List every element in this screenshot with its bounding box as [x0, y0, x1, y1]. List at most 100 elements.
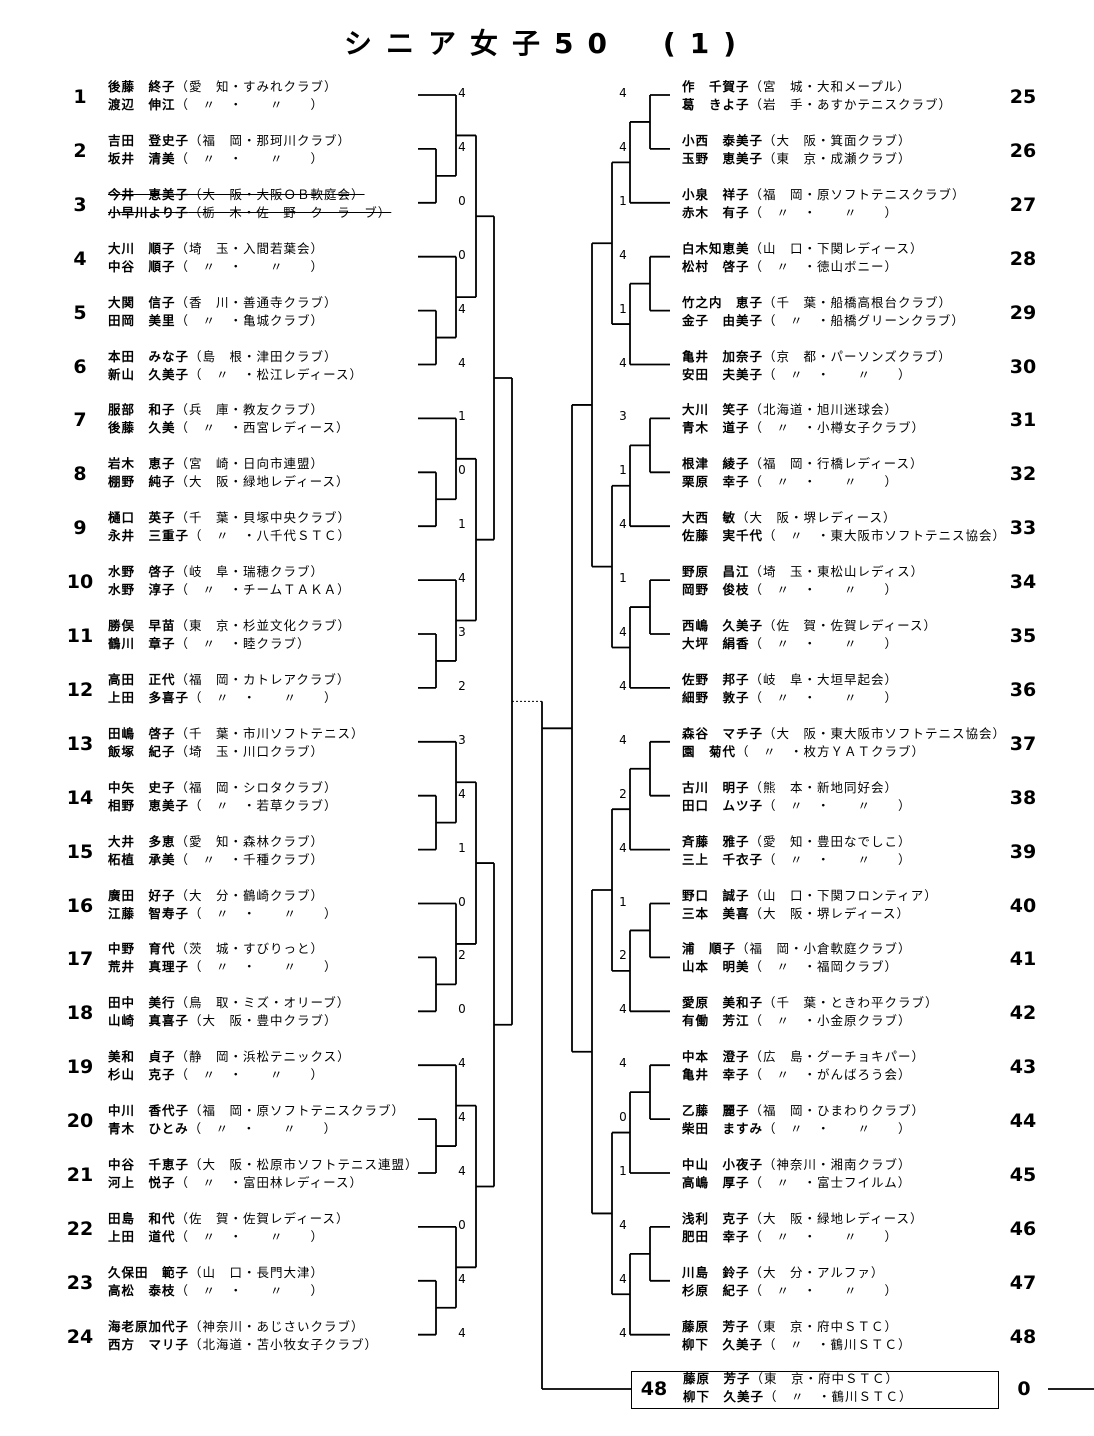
player-club: （ 〃 ・小樽女子クラブ） [749, 420, 926, 436]
player-2: 中谷 順子（ 〃 ・ 〃 ） [108, 258, 324, 276]
player-club: （大 阪・堺レディース） [736, 510, 897, 526]
player-club: （福 岡・原ソフトテニスクラブ） [189, 1103, 406, 1119]
player-1: 服部 和子（兵 庫・教友クラブ） [108, 401, 324, 419]
player-club: （神奈川・湘南クラブ） [763, 1157, 912, 1172]
final-player-1-name: 藤原 芳子 [683, 1371, 751, 1386]
match-score: 4 [619, 732, 627, 747]
player-club: （福 岡・行橋レディース） [749, 456, 924, 472]
player-2: 鶴川 章子（ 〃 ・睦クラブ） [108, 635, 311, 653]
player-2: 水野 淳子（ 〃 ・チームＴＡＫＡ） [108, 581, 351, 599]
player-name: 樋口 英子 [108, 510, 176, 526]
player-club: （宮 城・大和メープル） [749, 79, 911, 94]
player-name: 江藤 智寿子 [108, 905, 190, 921]
player-club: （大 分・アルファ） [749, 1264, 885, 1280]
player-name: 有働 芳江 [682, 1013, 750, 1029]
player-name: 安田 夫美子 [682, 366, 764, 382]
player-club: （ 〃 ・ 〃 ） [175, 1282, 325, 1298]
player-1: 大川 順子（埼 玉・入間若葉会） [108, 240, 324, 258]
player-club: （岐 阜・瑞穂クラブ） [175, 564, 325, 580]
player-name: 服部 和子 [108, 402, 176, 418]
seed-number: 21 [66, 1164, 94, 1186]
player-2: 有働 芳江（ 〃 ・小金原クラブ） [682, 1012, 912, 1030]
player-name: 藤原 芳子 [682, 1318, 750, 1334]
player-1: 中矢 史子（福 岡・シロタクラブ） [108, 779, 338, 797]
player-club: （福 岡・カトレアクラブ） [175, 671, 351, 687]
player-club: （東 京・府中ＳＴＣ） [749, 1318, 899, 1334]
player-name: 中谷 千恵子 [108, 1157, 190, 1172]
player-2: 園 菊代（ 〃 ・枚方ＹＡＴクラブ） [682, 743, 925, 761]
seed-number: 32 [1009, 463, 1037, 486]
player-club: （ 〃 ・睦クラブ） [175, 636, 311, 651]
match-score: 0 [458, 463, 466, 478]
player-1: 中川 香代子（福 岡・原ソフトテニスクラブ） [108, 1102, 405, 1120]
player-club: （北海道・苫小牧女子クラブ） [189, 1336, 379, 1352]
player-1: 大川 笑子（北海道・旭川迷球会） [682, 401, 898, 419]
player-club: （福 岡・シロタクラブ） [175, 779, 338, 795]
player-club: （大 阪・緑地レディース） [175, 474, 350, 490]
seed-number: 35 [1009, 625, 1037, 647]
match-score: 0 [458, 1217, 466, 1232]
player-club: （熊 本・新地同好会） [749, 779, 899, 795]
player-club: （ 〃 ・ 〃 ） [749, 474, 899, 490]
seed-number: 2 [73, 139, 87, 162]
player-name: 岡野 俊枝 [682, 582, 750, 598]
player-name: 亀井 加奈子 [682, 348, 764, 364]
final-score: 0 [1017, 1378, 1031, 1400]
player-club: （ 〃 ・ 〃 ） [763, 1121, 912, 1137]
player-2: 杉原 紀子（ 〃 ・ 〃 ） [682, 1282, 898, 1300]
player-club: （岩 手・あすかテニスクラブ） [749, 97, 953, 112]
player-name: 後藤 終子 [108, 79, 176, 94]
player-name: 杉原 紀子 [682, 1282, 750, 1298]
player-2: 亀井 幸子（ 〃 ・がんばろう会） [682, 1066, 912, 1084]
match-score: 4 [458, 571, 466, 586]
seed-number: 15 [66, 840, 94, 863]
seed-number: 34 [1009, 571, 1037, 594]
player-club: （大 阪・箕面クラブ） [763, 132, 912, 148]
player-name: 吉田 登史子 [108, 132, 190, 148]
player-name: 浅利 克子 [682, 1210, 750, 1226]
seed-number: 8 [73, 463, 87, 486]
final-player-2-name: 柳下 久美子 [683, 1389, 765, 1404]
player-name: 森谷 マチ子 [682, 725, 764, 741]
player-club: （ 〃 ・鶴川ＳＴＣ） [763, 1336, 912, 1352]
player-name: 佐藤 実千代 [682, 528, 764, 544]
player-1: 白木知恵美（山 口・下関レディース） [682, 240, 924, 258]
page-title: シニア女子50 (1) [343, 27, 751, 60]
match-score: 1 [619, 193, 627, 208]
player-name: 赤木 有子 [682, 204, 750, 220]
match-score: 1 [458, 517, 466, 532]
player-2: 安田 夫美子（ 〃 ・ 〃 ） [682, 366, 912, 384]
player-club: （福 岡・小倉軟庭クラブ） [736, 941, 912, 957]
player-name: 葛 きよ子 [682, 97, 750, 112]
player-name: 大坪 絹香 [682, 636, 750, 651]
player-club: （香 川・善通寺クラブ） [175, 294, 338, 310]
final-entry-box [631, 1371, 999, 1409]
player-1: 中山 小夜子（神奈川・湘南クラブ） [682, 1156, 912, 1174]
player-club: （ 〃 ・がんばろう会） [749, 1067, 912, 1083]
player-1: 美和 貞子（静 岡・浜松テニックス） [108, 1048, 351, 1066]
seed-number: 14 [66, 786, 94, 809]
match-score: 4 [619, 1002, 627, 1017]
player-club: （大 分・鶴崎クラブ） [175, 887, 325, 903]
player-2: 青木 ひとみ（ 〃 ・ 〃 ） [108, 1120, 337, 1138]
player-club: （大 阪・東大阪市ソフトテニス協会） [763, 725, 1007, 741]
player-name: 田島 和代 [108, 1210, 176, 1226]
player-name: 荒井 真理子 [108, 959, 190, 975]
player-1: 小西 泰美子（大 阪・箕面クラブ） [682, 132, 912, 150]
player-1: 浦 順子（福 岡・小倉軟庭クラブ） [682, 940, 912, 958]
player-club: （ 〃 ・ 〃 ） [749, 689, 899, 705]
seed-number: 10 [66, 571, 94, 594]
seed-number: 18 [66, 1002, 94, 1025]
player-name: 廣田 好子 [108, 887, 176, 903]
player-name: 中谷 順子 [108, 258, 176, 274]
player-name: 作 千賀子 [682, 79, 750, 94]
player-club: （東 京・杉並文化クラブ） [175, 618, 352, 633]
seed-number: 9 [73, 517, 87, 540]
player-name: 中矢 史子 [108, 779, 176, 795]
seed-number: 22 [66, 1217, 94, 1240]
player-club: （愛 知・すみれクラブ） [175, 79, 338, 94]
player-name: 河上 悦子 [108, 1175, 176, 1190]
match-score: 0 [458, 193, 466, 208]
player-club: （ 〃 ・ 〃 ） [175, 150, 325, 166]
player-2: 上田 多喜子（ 〃 ・ 〃 ） [108, 689, 338, 707]
